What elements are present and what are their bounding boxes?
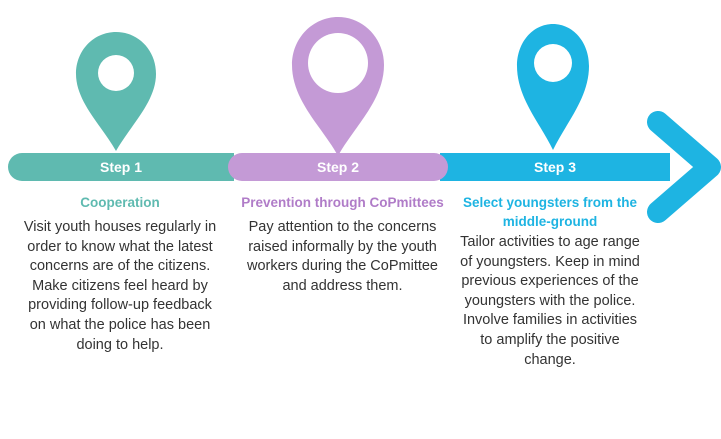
step-1-column: Cooperation Visit youth houses regularly…	[20, 193, 220, 355]
step-1-description: Visit youth houses regularly in order to…	[23, 219, 217, 353]
step-3-column: Select youngsters from the middle-ground…	[455, 193, 645, 370]
location-pin-icon	[517, 24, 589, 150]
step-3-title: Select youngsters from the middle-ground	[462, 195, 638, 229]
step-1-title: Cooperation	[80, 195, 160, 210]
step-3-label: Step 3	[533, 159, 576, 175]
step-2-column: Prevention through CoPmittees Pay attent…	[240, 193, 445, 296]
step-2-band: Step 2	[228, 153, 448, 181]
step-3-band: Step 3	[440, 153, 670, 181]
step-2-title: Prevention through CoPmittees	[241, 195, 444, 210]
step-3-description: Tailor activities to age range of youngs…	[460, 234, 640, 368]
step-2-label: Step 2	[316, 159, 359, 175]
step-2-description: Pay attention to the concerns raised inf…	[247, 219, 438, 294]
arrow-head-icon	[647, 111, 721, 223]
step-1-band: Step 1	[8, 153, 234, 181]
step-1-label: Step 1	[99, 159, 142, 175]
location-pin-icon	[76, 32, 156, 151]
location-pin-icon	[292, 17, 384, 156]
